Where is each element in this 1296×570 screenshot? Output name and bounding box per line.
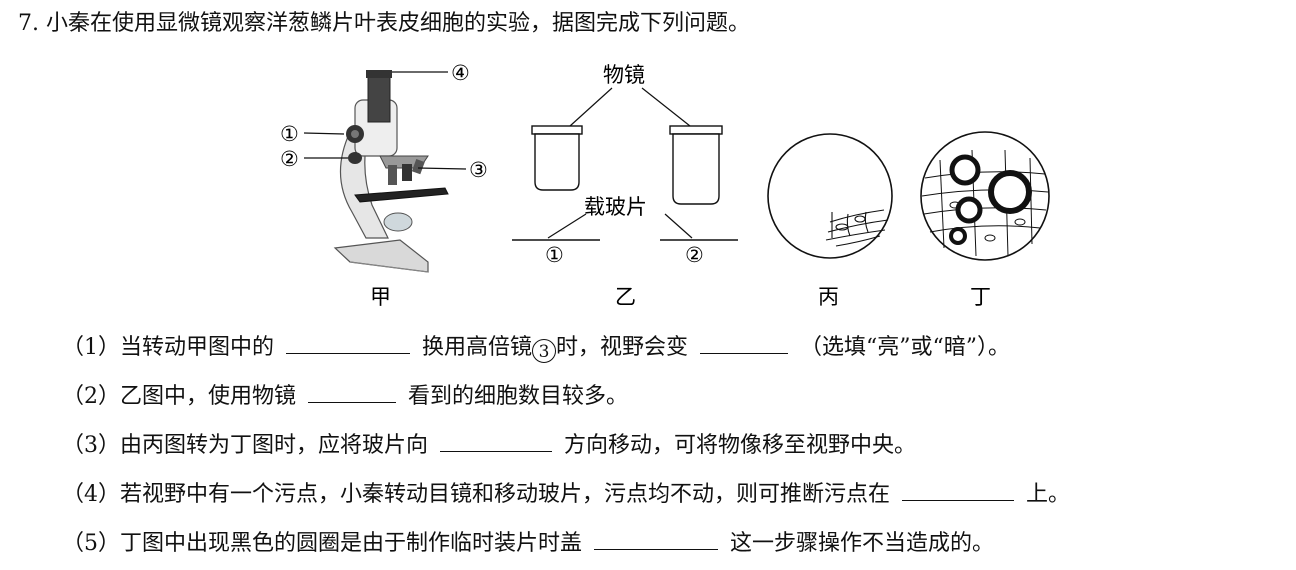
microscope-label-4: ④ (451, 61, 470, 85)
caption-bing: 丙 (818, 285, 839, 309)
answer-blank-2[interactable] (700, 331, 789, 354)
microscope-label-3: ③ (469, 158, 488, 182)
objective-figure: 物镜 载玻片 ① ② 乙 (512, 63, 738, 309)
subquestion-3: （3）由丙图转为丁图时，应将玻片向方向移动，可将物像移至视野中央。 (62, 429, 916, 462)
objective-label: 物镜 (603, 63, 645, 87)
microscope-label-2: ② (280, 147, 299, 171)
answer-blank-3[interactable] (308, 380, 397, 403)
answer-blank-1[interactable] (286, 331, 411, 354)
subquestion-4: （4）若视野中有一个污点，小秦转动目镜和移动玻片，污点均不动，则可推断污点在上。 (62, 478, 1070, 511)
answer-blank-6[interactable] (594, 527, 719, 550)
caption-jia: 甲 (370, 285, 391, 309)
subquestion-5: （5）丁图中出现黑色的圆圈是由于制作临时装片时盖这一步骤操作不当造成的。 (62, 527, 994, 560)
subquestion-2: （2）乙图中，使用物镜看到的细胞数目较多。 (62, 380, 628, 413)
view-bing-figure: 丙 (767, 133, 893, 309)
lens-label-1: ① (545, 243, 564, 267)
circled-number: 3 (532, 339, 557, 363)
view-ding-figure: 丁 (920, 131, 1050, 309)
microscope-label-1: ① (280, 122, 299, 146)
answer-blank-4[interactable] (440, 429, 553, 452)
figure: ④ ① ② ③ 甲 物镜 载玻片 ① ② 乙 (280, 61, 1050, 309)
question-stem: 7. 小秦在使用显微镜观察洋葱鳞片叶表皮细胞的实验，据图完成下列问题。 (18, 8, 750, 40)
slide-label: 载玻片 (584, 195, 647, 219)
caption-yi: 乙 (615, 285, 636, 309)
caption-ding: 丁 (970, 285, 991, 309)
question-text: 小秦在使用显微镜观察洋葱鳞片叶表皮细胞的实验，据图完成下列问题。 (46, 11, 751, 36)
question-number: 7. (18, 11, 39, 36)
answer-blank-5[interactable] (902, 478, 1015, 501)
microscope-figure: ④ ① ② ③ 甲 (280, 61, 488, 309)
lens-label-2: ② (685, 243, 704, 267)
